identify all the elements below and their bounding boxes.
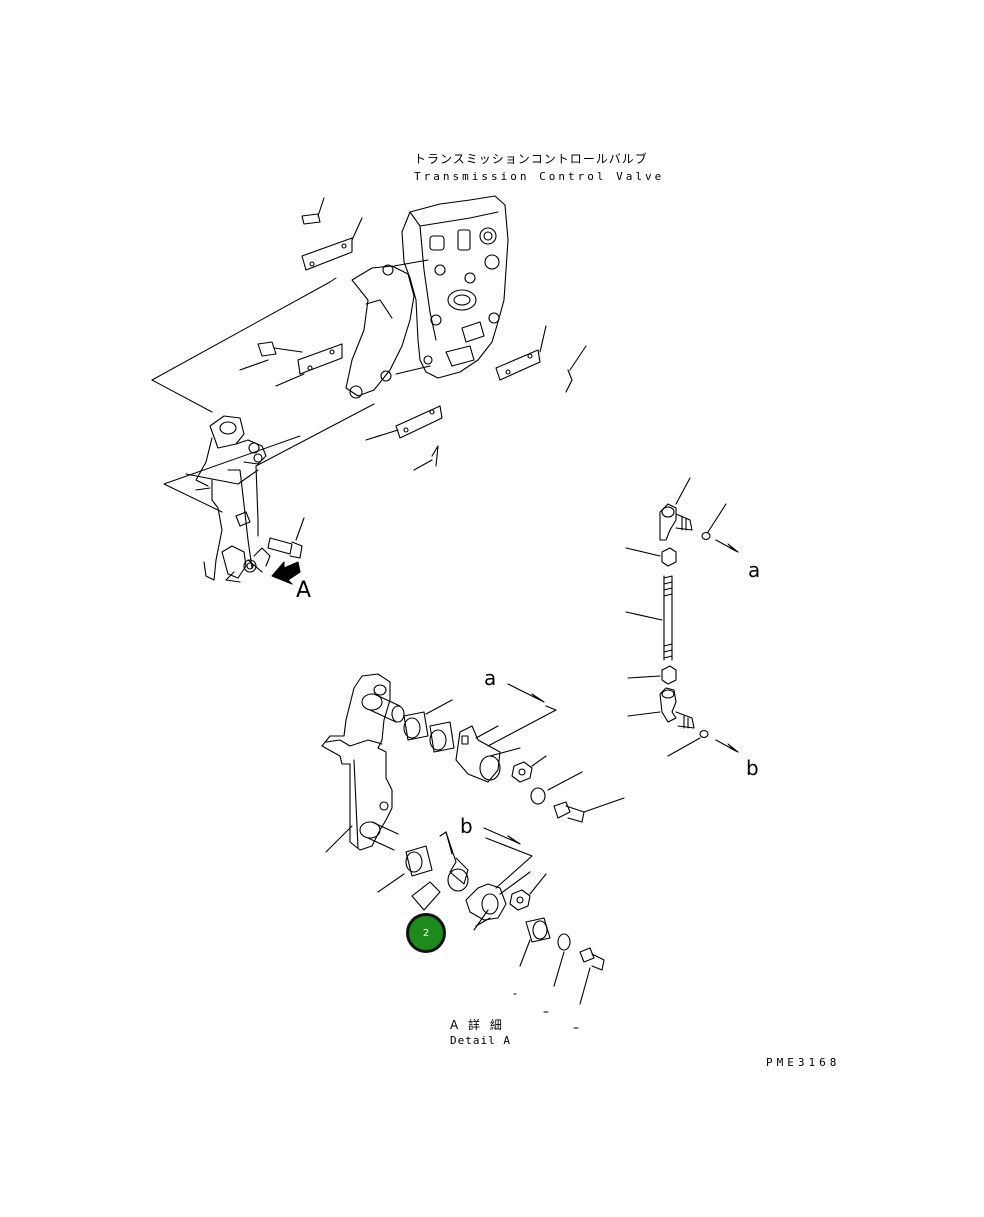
lower-lever <box>411 831 469 921</box>
view-arrow <box>271 561 301 585</box>
plate-right <box>495 325 587 393</box>
lower-bolt <box>239 341 303 371</box>
detail-bracket <box>321 673 393 853</box>
detail-ticks <box>513 993 579 1029</box>
lever-assembly <box>185 415 271 583</box>
upper-pin <box>361 693 405 723</box>
lower-clamp <box>465 871 531 931</box>
link-b-guides <box>483 827 533 889</box>
lower-pin <box>359 821 399 851</box>
lower-collar <box>519 917 551 967</box>
detail-title-ja: A 詳 細 <box>450 1018 505 1032</box>
link-arrows-right <box>715 539 739 753</box>
figure-code: PME3168 <box>766 1056 841 1069</box>
upper-washer <box>530 771 583 805</box>
detail-title-en: Detail A <box>450 1034 511 1047</box>
threaded-rod <box>625 575 673 661</box>
view-arrow-label: A <box>296 578 312 603</box>
plate-lower <box>365 405 443 471</box>
guide-lines <box>151 277 375 513</box>
link-a-detail-label: a <box>484 666 497 690</box>
upper-bolt-detail <box>553 797 625 823</box>
plate-middle <box>275 343 343 387</box>
lower-bushing <box>377 845 433 893</box>
callout-badge[interactable]: 2 <box>406 913 446 953</box>
lower-bolt-detail <box>579 947 605 1005</box>
upper-ball-joint <box>659 477 727 541</box>
upper-nut <box>625 547 677 567</box>
bracket-plate <box>345 259 431 399</box>
valve-body <box>401 195 509 379</box>
upper-clamp <box>455 725 521 783</box>
lower-nut-detail <box>509 873 547 911</box>
plate-upper <box>301 217 363 271</box>
link-b-right-label: b <box>746 756 759 780</box>
side-bolt <box>267 517 305 559</box>
link-a-right-label: a <box>748 558 761 582</box>
title-en: Transmission Control Valve <box>414 170 665 183</box>
upper-bolt <box>301 197 325 225</box>
title-ja: トランスミッションコントロールバルブ <box>414 152 648 166</box>
link-a-guides <box>487 683 557 747</box>
lower-nut <box>627 665 677 685</box>
lower-ball-joint <box>627 687 709 757</box>
upper-nut-detail <box>511 755 547 783</box>
link-b-detail-label: b <box>460 814 473 838</box>
lower-washer <box>553 933 571 987</box>
upper-bushings <box>403 699 455 753</box>
